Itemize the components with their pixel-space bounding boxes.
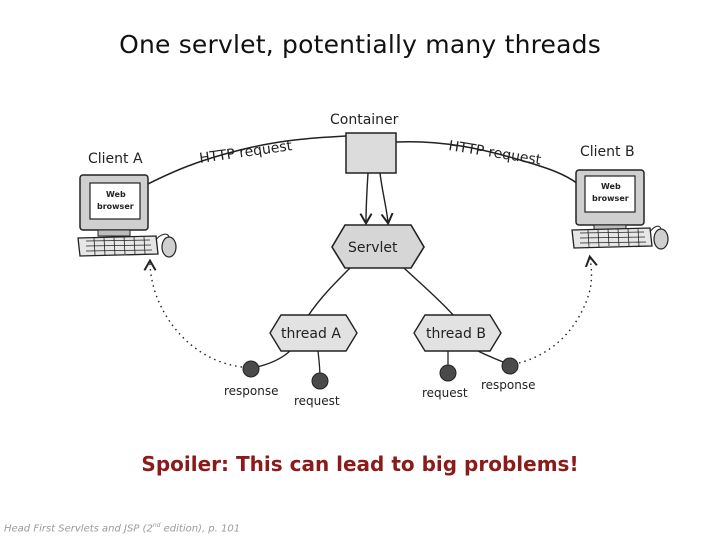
response-b-label: response [481, 378, 536, 392]
client-a-computer [77, 174, 177, 258]
thread-a-label: thread A [281, 326, 341, 342]
servlet-to-thread-b-line [403, 267, 455, 317]
client-b-browser-line1: Web [601, 182, 621, 191]
client-b-browser-line2: browser [592, 194, 629, 203]
response-a-dotted-path [150, 262, 243, 368]
http-request-right-label: HTTP request [447, 138, 542, 169]
container-arrow-right [379, 172, 388, 222]
http-request-left-label: HTTP request [198, 138, 293, 167]
http-request-curve-right [395, 140, 579, 185]
thread-b-request-dot [439, 364, 457, 382]
response-b-dotted-path [518, 258, 592, 364]
servlet-to-thread-a-line [307, 267, 351, 317]
client-a-browser-line2: browser [97, 202, 134, 211]
servlet-shape [331, 224, 425, 269]
container-arrow-left [366, 172, 368, 222]
thread-b-response-dot [501, 357, 519, 375]
http-request-curve-left [139, 135, 347, 189]
spoiler-text: Spoiler: This can lead to big problems! [141, 452, 579, 476]
thread-a-response-dot [242, 360, 260, 378]
request-a-label: request [294, 394, 340, 408]
response-a-label: response [224, 384, 279, 398]
servlet-label: Servlet [348, 240, 398, 256]
citation: Head First Servlets and JSP (2nd edition… [4, 522, 240, 534]
thread-a-shape [269, 314, 358, 352]
slide-title: One servlet, potentially many threads [119, 30, 601, 59]
container-box [345, 132, 397, 174]
request-b-label: request [422, 386, 468, 400]
thread-b-shape [413, 314, 502, 352]
thread-b-label: thread B [426, 326, 486, 342]
client-a-label: Client A [88, 151, 143, 167]
client-b-label: Client B [580, 144, 635, 160]
container-label: Container [330, 112, 399, 128]
client-b-computer [571, 169, 669, 250]
citation-sup: nd [152, 522, 161, 529]
client-a-browser-line1: Web [106, 190, 126, 199]
thread-a-request-dot [311, 372, 329, 390]
citation-before: Head First Servlets and JSP (2 [4, 523, 153, 535]
citation-after: edition), p. 101 [160, 523, 241, 535]
